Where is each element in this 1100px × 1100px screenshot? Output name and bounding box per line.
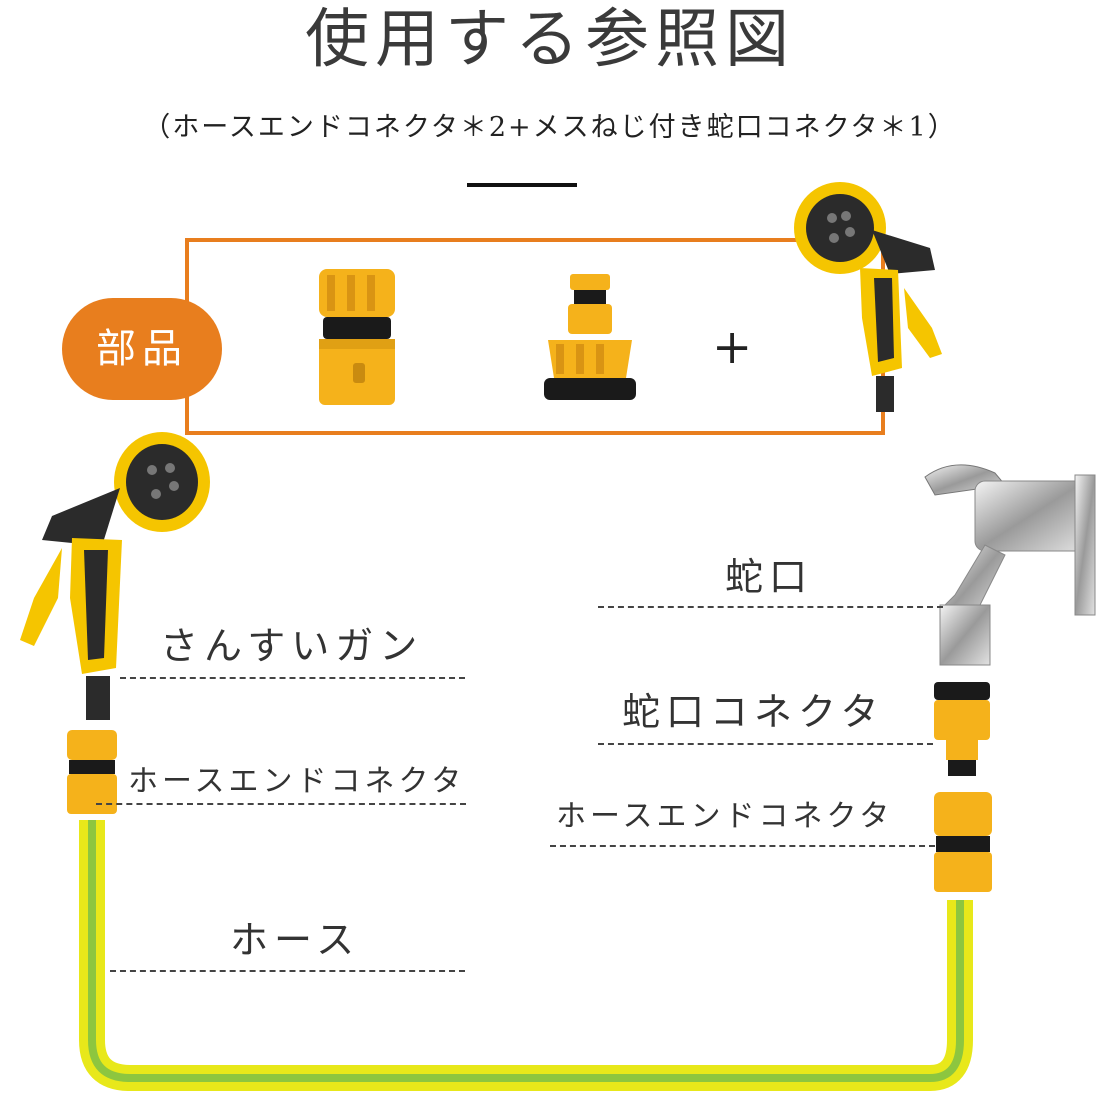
page-title: 使用する参照図 bbox=[305, 3, 795, 77]
leader-line-hose bbox=[110, 970, 465, 972]
hose-end-connector-icon bbox=[934, 792, 992, 892]
page-subtitle: （ホースエンドコネクタ＊2+メスねじ付き蛇口コネクタ＊1） bbox=[143, 112, 957, 143]
label-hose-end-connector-left: ホースエンドコネクタ bbox=[128, 764, 466, 799]
leader-line-faucet bbox=[598, 606, 943, 608]
label-hose: ホース bbox=[230, 918, 361, 962]
leader-line-hose-end-connector-right bbox=[550, 845, 935, 847]
label-spray-gun: さんすいガン bbox=[160, 624, 424, 668]
leader-line-hose-end-connector-left bbox=[96, 803, 466, 805]
faucet-connector-icon bbox=[934, 682, 990, 776]
faucet-connector-icon bbox=[544, 274, 636, 400]
faucet-icon bbox=[924, 464, 1096, 666]
title-divider bbox=[467, 183, 577, 187]
hose-icon bbox=[79, 820, 973, 1091]
label-faucet-connector: 蛇口コネクタ bbox=[622, 690, 885, 734]
hose-end-connector-icon bbox=[67, 730, 117, 814]
plus-sign: + bbox=[712, 319, 753, 375]
leader-line-spray-gun bbox=[120, 677, 465, 679]
hose-end-connector-icon bbox=[319, 269, 395, 405]
leader-line-faucet-connector bbox=[598, 743, 933, 745]
label-faucet: 蛇口 bbox=[725, 555, 814, 599]
spray-gun-icon bbox=[20, 432, 210, 720]
spray-gun-icon bbox=[794, 182, 942, 412]
parts-badge: 部品 bbox=[62, 298, 222, 400]
label-hose-end-connector-right: ホースエンドコネクタ bbox=[556, 799, 894, 834]
